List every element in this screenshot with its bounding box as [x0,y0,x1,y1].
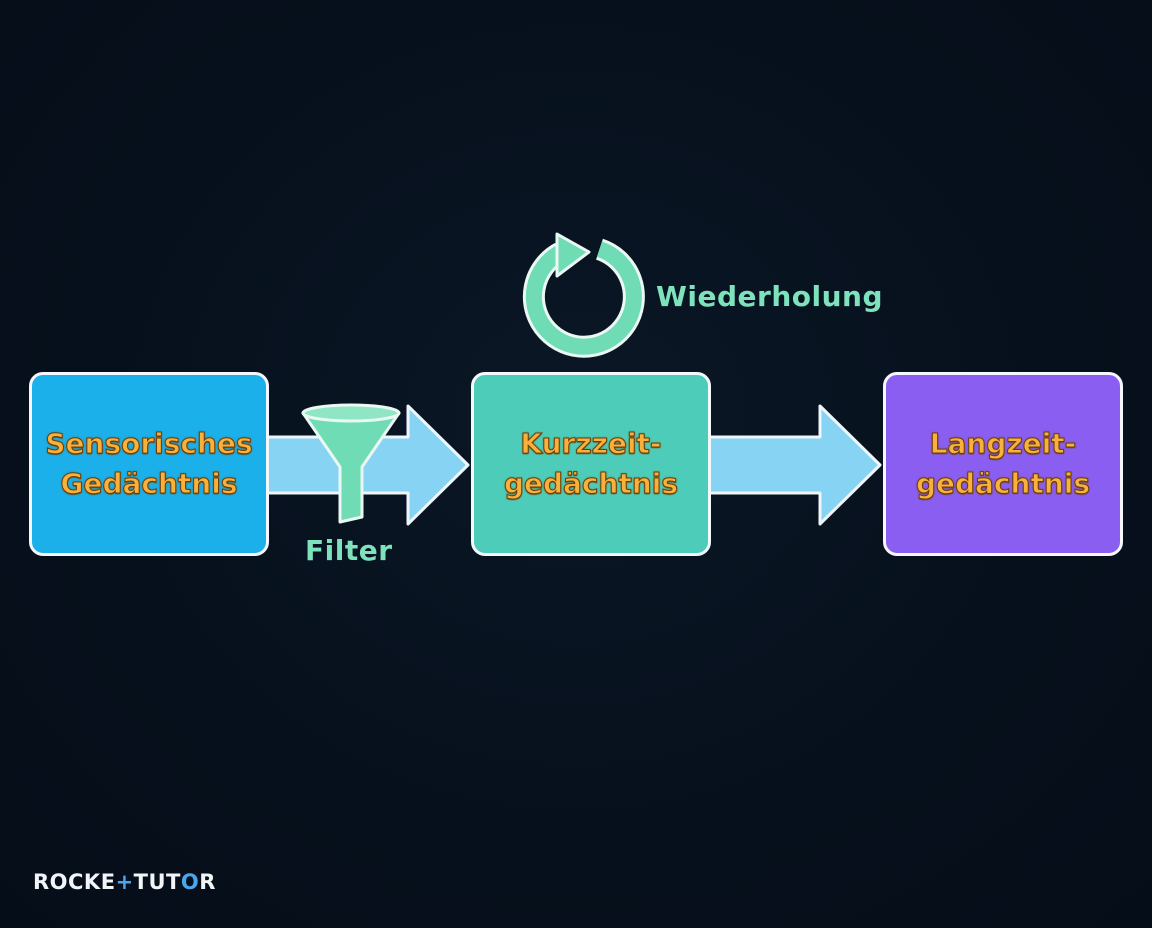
box-short-term-memory: Kurzzeit- gedächtnis [471,372,711,556]
logo-text-part: TUT [133,870,181,894]
box-sensory-memory: Sensorisches Gedächtnis [29,372,269,556]
box-long-term-memory: Langzeit- gedächtnis [883,372,1123,556]
repetition-label: Wiederholung [656,280,883,313]
logo-o: O [180,870,200,894]
sensory-memory-label: Sensorisches Gedächtnis [45,427,253,501]
logo-text-part: ROCKE [33,870,116,894]
cycle-icon [522,232,645,358]
short-term-memory-label: Kurzzeit- gedächtnis [503,427,679,501]
arrow-sensory-to-short [264,404,470,526]
long-term-memory-label: Langzeit- gedächtnis [915,427,1091,501]
filter-label: Filter [305,534,393,567]
arrow-short-to-long [707,404,882,526]
logo-text-part: R [199,870,216,894]
logo-plus: + [115,870,134,894]
funnel-icon [301,403,401,524]
